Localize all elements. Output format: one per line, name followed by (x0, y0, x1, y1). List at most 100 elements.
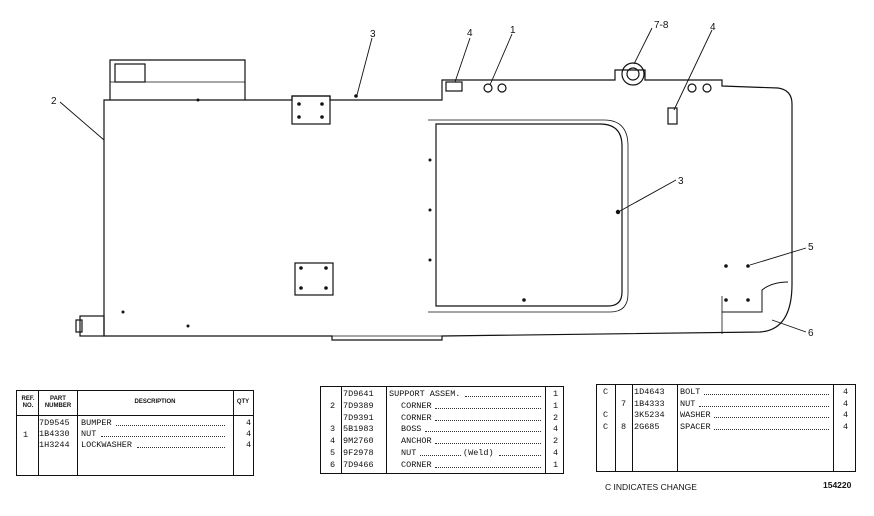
hinge-plate (291, 95, 331, 125)
table1-row: 1H3244 LOCKWASHER 4 (17, 440, 253, 451)
description: SUPPORT ASSEM. (389, 389, 461, 399)
part-number: 1B4330 (39, 429, 70, 439)
quantity: 4 (246, 429, 252, 439)
parts-table-1: REF. NO. PART NUMBER DESCRIPTION QTY 1 7… (16, 390, 254, 476)
part-number: 7D9391 (343, 412, 374, 423)
description: LOCKWASHER (81, 440, 133, 450)
description: CORNER (401, 400, 432, 411)
leader-dots (137, 436, 225, 448)
table1-row: 7D9545 BUMPER 4 (17, 418, 253, 429)
part-number: 7D9641 (343, 389, 374, 399)
table1-row: 1B4330 NUT 4 (17, 429, 253, 440)
part-number: 2G685 (634, 421, 660, 432)
part-number: 7D9389 (343, 400, 374, 411)
leader-dots (100, 425, 225, 437)
table2-row: 2 7D9389 CORNER 1 (321, 401, 563, 412)
part-number: 5B1983 (343, 424, 374, 435)
quantity: 1 (553, 459, 559, 470)
description: ANCHOR (401, 436, 432, 447)
drawing-number: 154220 (823, 480, 852, 490)
part-number: 1B4333 (634, 398, 665, 409)
leader-dots (499, 444, 541, 456)
top-left-bracket (109, 59, 246, 100)
plate-outline (103, 69, 793, 341)
description: CORNER (401, 459, 432, 470)
leader-dots (698, 395, 829, 407)
leader-dots (464, 385, 541, 397)
quantity: 4 (843, 421, 849, 432)
description: WASHER (680, 410, 711, 420)
quantity: 2 (553, 436, 559, 447)
bumper-block (79, 315, 105, 337)
change-flag: C (603, 387, 609, 397)
quantity: 4 (553, 448, 559, 458)
table3-row: 7 1B4333 NUT 4 (597, 399, 855, 410)
description: NUT (81, 429, 97, 439)
boss-circle (621, 62, 645, 86)
header-description: DESCRIPTION (134, 399, 176, 405)
quantity: 2 (553, 412, 559, 423)
quantity: 4 (553, 424, 559, 435)
description: BUMPER (81, 418, 112, 428)
description: BOSS (401, 424, 422, 435)
ref-number: 4 (330, 436, 336, 447)
part-number: 7D9466 (343, 459, 374, 470)
callout-4-right: 4 (710, 22, 716, 33)
lower-pad (294, 262, 334, 296)
description: BOLT (680, 387, 701, 397)
leader-dots (435, 456, 541, 468)
callout-4-left: 4 (467, 28, 473, 39)
ref-number: 8 (621, 421, 627, 432)
part-number: 9M2760 (343, 436, 374, 447)
quantity: 4 (843, 410, 849, 420)
callout-3-top: 3 (370, 29, 376, 40)
anchor-right (667, 107, 678, 125)
callout-6: 6 (808, 328, 814, 339)
part-number: 7D9545 (39, 418, 70, 428)
part-number: 1D4643 (634, 387, 665, 397)
ref-number: 2 (330, 400, 336, 411)
header-ref-no: REF. NO. (21, 396, 35, 409)
leader-dots (424, 420, 541, 433)
ref-number: 6 (330, 459, 336, 470)
description: CORNER (401, 412, 432, 423)
corner-piece (722, 281, 789, 313)
table2-row: 4 9M2760 ANCHOR 2 (321, 436, 563, 447)
quantity: 4 (843, 398, 849, 409)
part-number: 1H3244 (39, 440, 70, 450)
quantity: 1 (553, 400, 559, 411)
callout-1: 1 (510, 25, 516, 36)
table3-row: C 8 2G685 SPACER 4 (597, 422, 855, 433)
leader-dots (703, 383, 829, 395)
ref-number: 5 (330, 448, 336, 458)
leader-dots (435, 432, 541, 445)
description: NUT (680, 398, 696, 409)
leader-dots (714, 406, 829, 418)
table2-row: 7D9391 CORNER 2 (321, 413, 563, 424)
quantity: 4 (246, 440, 252, 450)
callout-7-8: 7-8 (654, 20, 669, 31)
leader-dots (116, 414, 225, 426)
description: NUT (401, 448, 417, 458)
quantity: 4 (246, 418, 252, 428)
bracket-tab (114, 63, 146, 83)
callout-5: 5 (808, 242, 814, 253)
change-flag: C (603, 410, 609, 420)
ref-number: 7 (621, 398, 627, 409)
leader-dots (714, 418, 829, 430)
description: SPACER (680, 421, 711, 432)
change-flag: C (603, 421, 609, 432)
callout-2: 2 (51, 96, 57, 107)
part-number: 9F2978 (343, 448, 374, 458)
table2-row: 6 7D9466 CORNER 1 (321, 460, 563, 471)
table1-group-ref: 1 (23, 430, 29, 440)
